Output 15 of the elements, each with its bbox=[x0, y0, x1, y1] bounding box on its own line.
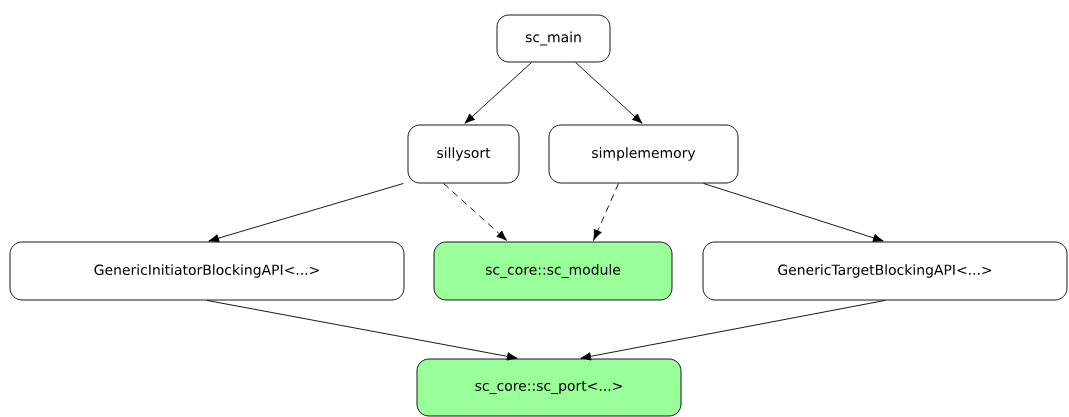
class-box: sillysort bbox=[407, 124, 520, 184]
arrow bbox=[580, 300, 886, 361]
class-box: GenericTargetBlockingAPI<...> bbox=[702, 241, 1068, 301]
arrow bbox=[208, 183, 404, 243]
arrow bbox=[703, 183, 884, 242]
arrow bbox=[593, 183, 619, 241]
class-box: sc_main bbox=[496, 14, 611, 63]
class-box: simplememory bbox=[548, 124, 739, 184]
arrow bbox=[443, 183, 508, 241]
arrow bbox=[575, 62, 643, 124]
arrow bbox=[206, 300, 518, 361]
class-box: GenericInitiatorBlockingAPI<...> bbox=[9, 241, 405, 301]
arrow bbox=[464, 62, 532, 124]
class-box: sc_core::sc_port<...> bbox=[416, 358, 682, 417]
class-box: sc_core::sc_module bbox=[433, 241, 673, 301]
